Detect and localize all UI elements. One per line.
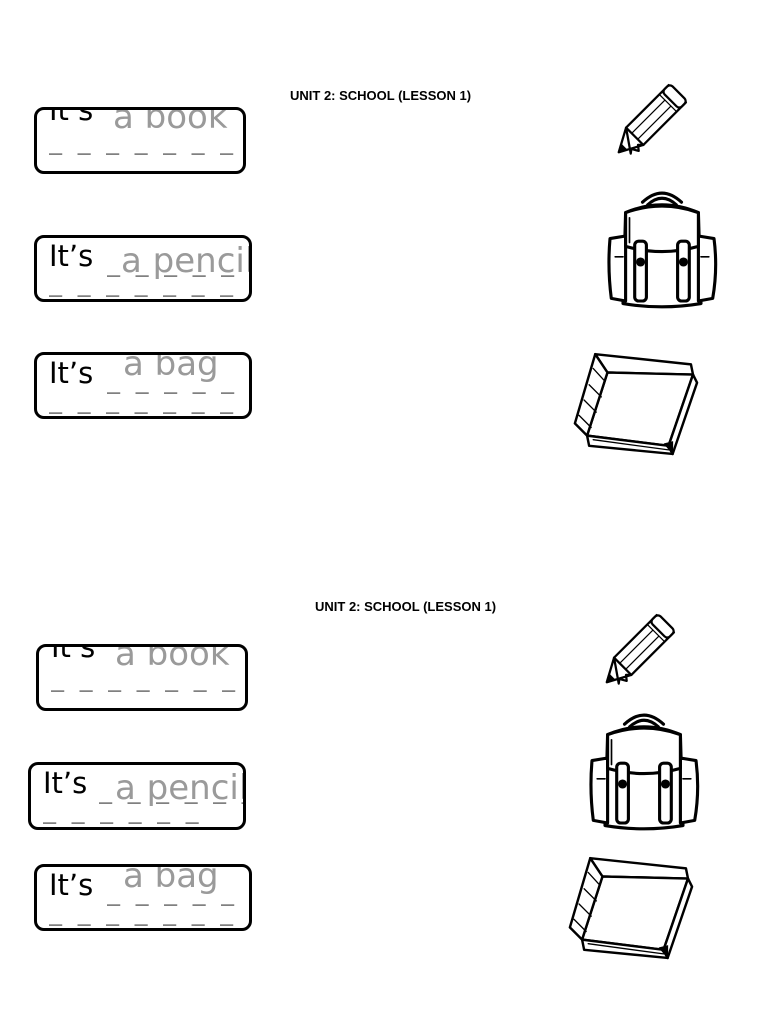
answer-box-3: It’s a bag _ _ _ _ _ _ _ _ _ _ _ _ _ (34, 352, 252, 419)
sentence-prefix: It’s (49, 868, 94, 902)
answer-hint: a pencil (115, 768, 246, 808)
blank-line: _ _ _ _ _ _ (99, 779, 246, 804)
pencil-icon (596, 76, 700, 170)
answer-hint: a book (113, 107, 228, 137)
blank-line: _ _ _ _ _ _ (43, 799, 200, 824)
answer-hint: a pencil (121, 241, 252, 281)
blank-line: _ _ _ _ _ _ _ (49, 272, 235, 297)
backpack-icon (578, 706, 710, 836)
worksheet-title: UNIT 2: SCHOOL (LESSON 1) (290, 88, 472, 103)
sentence-prefix: It’s (49, 107, 94, 127)
answer-box-1: It’s a book _ _ _ _ _ _ _ (36, 644, 248, 711)
worksheet-title: UNIT 2: SCHOOL (LESSON 1) (315, 599, 497, 614)
pencil-icon (584, 606, 688, 700)
answer-box-2: It’s a pencil _ _ _ _ _ _ _ _ _ _ _ _ (28, 762, 246, 830)
blank-line: _ _ _ _ _ _ (107, 881, 252, 906)
blank-line: _ _ _ _ _ _ _ (49, 389, 235, 414)
backpack-icon (596, 184, 728, 314)
answer-box-2: It’s a pencil _ _ _ _ _ _ _ _ _ _ _ _ _ (34, 235, 252, 302)
answer-hint: a bag (123, 352, 219, 384)
sentence-prefix: It’s (51, 644, 96, 664)
sentence-prefix: It’s (49, 356, 94, 390)
sentence-prefix: It’s (43, 766, 88, 800)
blank-line: _ _ _ _ _ _ _ (49, 901, 235, 926)
answer-box-3: It’s a bag _ _ _ _ _ _ _ _ _ _ _ _ _ (34, 864, 252, 931)
answer-box-1: It’s a book _ _ _ _ _ _ _ (34, 107, 246, 174)
blank-line: _ _ _ _ _ _ (107, 369, 252, 394)
blank-line: _ _ _ _ _ _ (107, 252, 252, 277)
sentence-prefix: It’s (49, 239, 94, 273)
blank-line: _ _ _ _ _ _ _ (51, 667, 237, 692)
answer-hint: a bag (123, 864, 219, 896)
blank-line: _ _ _ _ _ _ _ (49, 130, 235, 155)
book-icon (565, 344, 711, 456)
answer-hint: a book (115, 644, 230, 674)
book-icon (560, 848, 706, 960)
